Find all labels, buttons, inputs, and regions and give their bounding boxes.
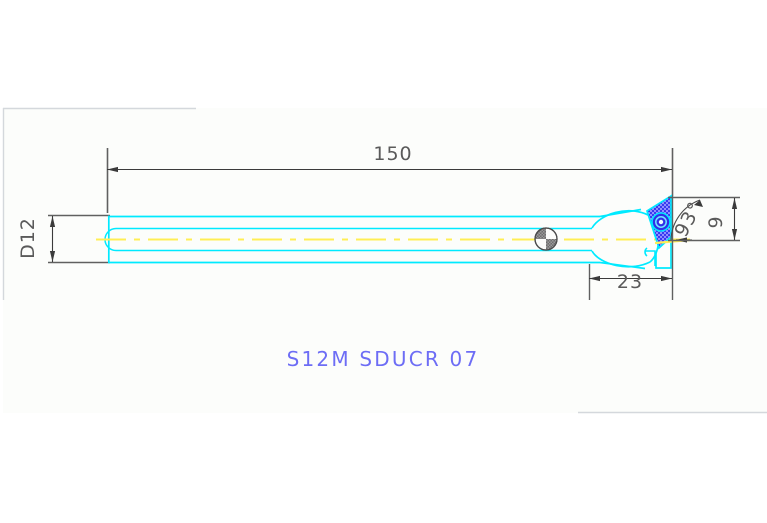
dimension-head-length: 23 (588, 196, 674, 300)
dimension-head-length-text: 23 (617, 271, 643, 293)
dimension-overall-length-text: 150 (373, 143, 412, 165)
insert-clamp-screw (651, 212, 671, 232)
dimension-head-height: 9 (668, 196, 740, 242)
section-marker (534, 227, 558, 251)
sheet-border (2, 107, 767, 414)
sheet-background (3, 108, 767, 413)
dimension-head-height-text: 9 (705, 215, 727, 228)
dimension-overall-length: 150 (106, 143, 674, 213)
dimension-shank-diameter: D12 (17, 214, 110, 264)
part-designation-label: S12M SDUCR 07 (287, 347, 480, 371)
dimension-shank-diameter-text: D12 (17, 217, 39, 259)
insert-pocket (644, 247, 656, 266)
